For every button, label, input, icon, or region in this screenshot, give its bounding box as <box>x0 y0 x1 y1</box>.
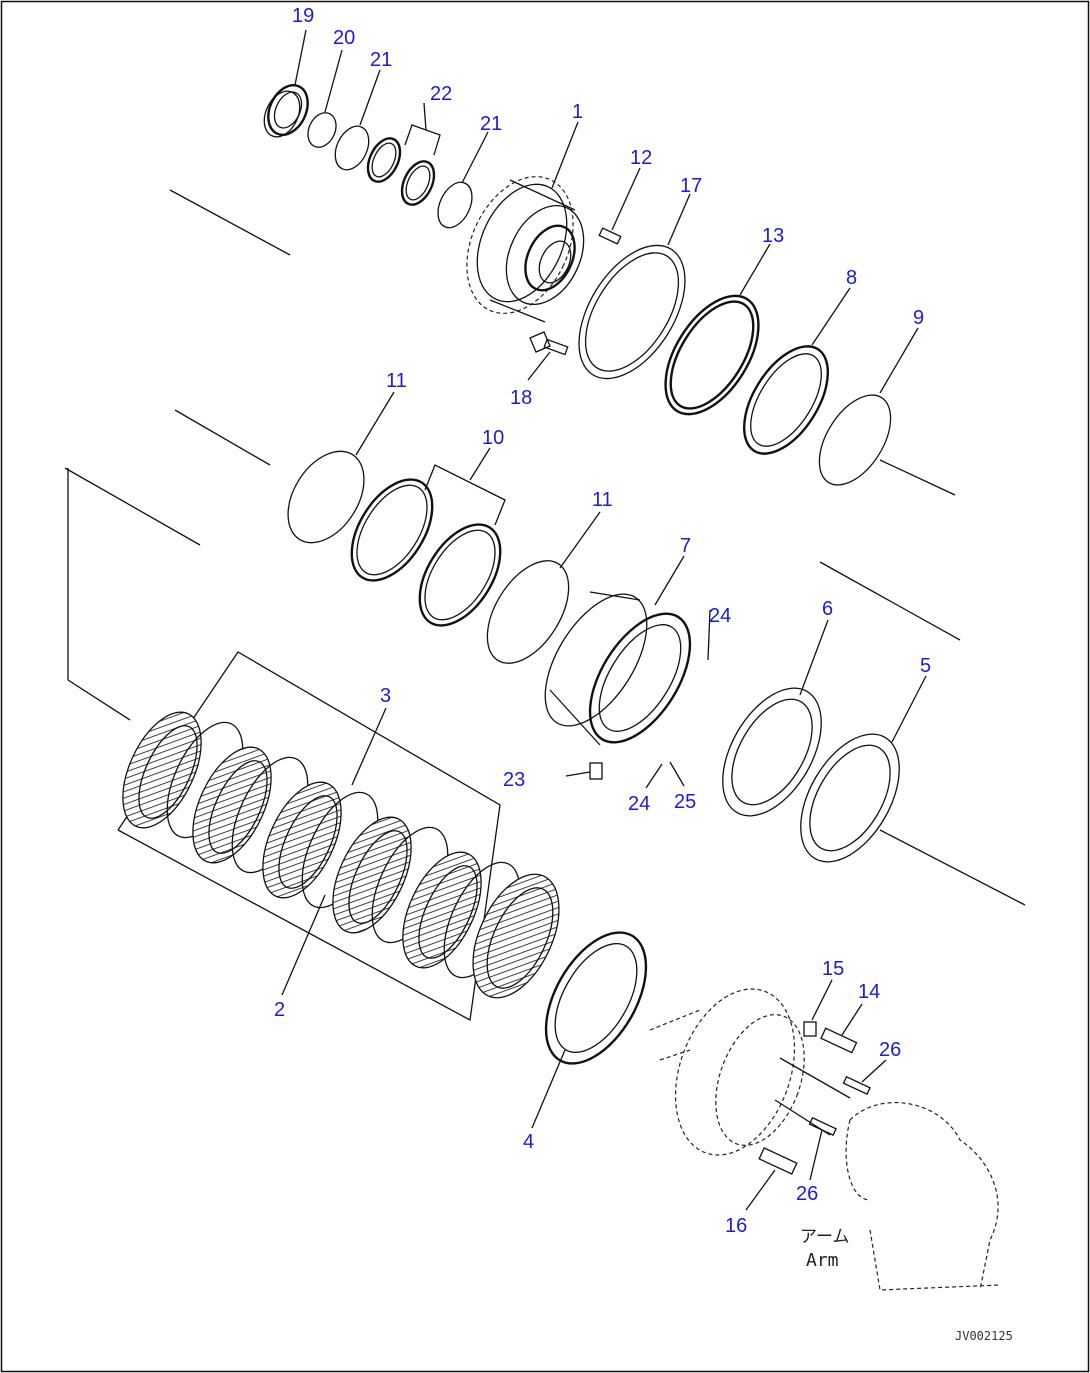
callout-19: 19 <box>292 5 314 27</box>
part-11-ring-a <box>287 450 365 544</box>
arm-label-jp: アーム <box>800 1227 849 1247</box>
callout-15: 15 <box>822 958 844 980</box>
arm-flange-assembly <box>649 988 1001 1291</box>
part-26-stud-a <box>842 1075 871 1095</box>
part-8-bearing <box>742 345 830 455</box>
callout-14: 14 <box>858 981 880 1003</box>
part-7-carrier-drum <box>544 591 692 746</box>
part-22-ring-pair <box>366 137 436 206</box>
callout-22: 22 <box>430 83 452 105</box>
callout-21: 21 <box>370 49 392 71</box>
part-6-ring <box>722 687 822 817</box>
callout-4: 4 <box>523 1131 534 1153</box>
callout-13: 13 <box>762 225 784 247</box>
callout-3: 3 <box>380 685 391 707</box>
part-17-gasket <box>578 244 686 380</box>
callout-1: 1 <box>572 101 583 123</box>
part-19-seal <box>263 84 309 138</box>
callout-10: 10 <box>482 427 504 449</box>
callout-2: 2 <box>274 999 285 1021</box>
part-23-plug <box>565 762 603 780</box>
part-16-bolt <box>758 1147 798 1175</box>
callout-21: 21 <box>480 113 502 135</box>
arm-label-en: Arm <box>806 1250 839 1271</box>
callout-26: 26 <box>796 1183 818 1205</box>
part-20-oring <box>307 112 337 148</box>
callout-12: 12 <box>630 147 652 169</box>
callout-5: 5 <box>920 655 931 677</box>
part-13-seal-ring <box>664 294 760 416</box>
part-1-hub-housing <box>466 176 585 323</box>
callout-11: 11 <box>592 489 613 511</box>
callout-17: 17 <box>680 175 702 197</box>
callout-23: 23 <box>503 769 525 791</box>
part-12-pin <box>598 227 622 245</box>
callout-26: 26 <box>879 1039 901 1061</box>
part-21-oring-b <box>437 181 473 229</box>
part-5-ring <box>800 733 900 863</box>
callout-8: 8 <box>846 267 857 289</box>
callout-24: 24 <box>709 605 731 627</box>
callout-25: 25 <box>674 791 696 813</box>
drawing-code: JV002125 <box>955 1329 1013 1343</box>
disc-pack <box>117 651 560 1022</box>
callout-20: 20 <box>333 27 355 49</box>
part-9-ring <box>818 394 892 486</box>
part-14-bolt <box>820 1027 858 1054</box>
callout-16: 16 <box>725 1215 747 1237</box>
callout-9: 9 <box>913 307 924 329</box>
part-26-stud-b <box>808 1116 837 1136</box>
part-18-bolt <box>529 331 569 356</box>
part-15-washer <box>803 1021 817 1037</box>
callout-24: 24 <box>628 793 650 815</box>
callout-11: 11 <box>386 370 407 392</box>
leader-lines <box>281 29 927 1211</box>
callout-7: 7 <box>680 535 691 557</box>
part-10-ring-pair <box>350 478 502 627</box>
part-11-ring-b <box>486 560 570 664</box>
callout-18: 18 <box>510 387 532 409</box>
part-21-oring-a <box>334 125 370 171</box>
callout-6: 6 <box>822 598 833 620</box>
